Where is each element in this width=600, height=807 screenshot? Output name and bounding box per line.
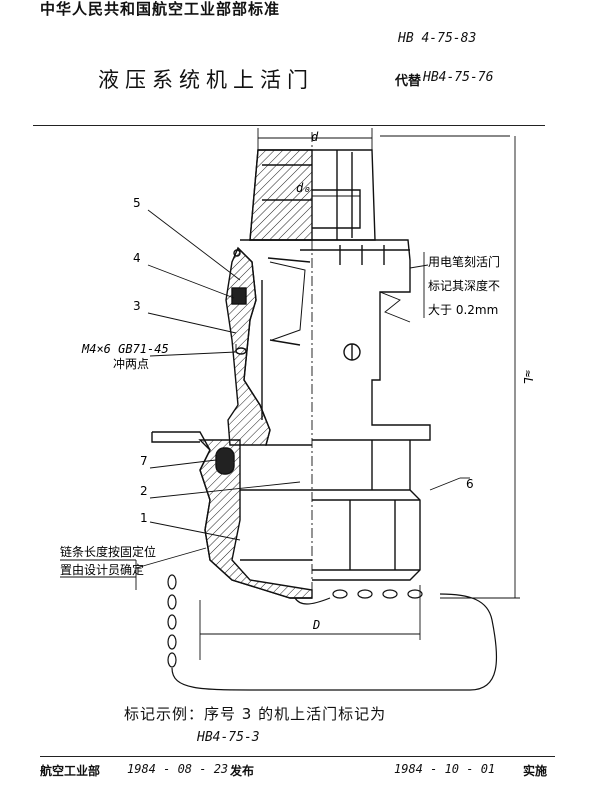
thread-spec: M4×6 GB71-45 [81,342,169,356]
callout-5: 5 [133,196,141,210]
callout-3: 3 [133,299,141,313]
footer-implement-label: 实施 [523,764,548,778]
lower-hex-nut [312,440,421,581]
top-fitting [249,149,376,241]
footer-publisher: 航空工业部 [40,764,101,778]
valve-body [225,239,431,446]
dim-L-label: ≈L [521,370,535,384]
leader-lines [60,209,470,590]
replaces-number: HB4-75-76 [423,70,494,85]
dim-D-label: D [312,618,320,632]
marking-note-line-3: 大于 0.2mm [428,303,498,317]
standard-number: HB 4-75-83 [398,31,477,46]
safety-chain [167,574,498,691]
callout-4: 4 [133,251,141,265]
dim-d0-label: d₀ [296,181,310,195]
chain-note-line-2: 置由设计员确定 [60,562,144,577]
issuing-authority: 中华人民共和国航空工业部部标准 [40,0,281,18]
punch-note: 冲两点 [113,356,149,371]
marking-note-line-2: 标记其深度不 [428,278,500,293]
callout-2: 2 [140,484,148,498]
callout-7: 7 [140,454,148,468]
callout-1: 1 [140,511,148,525]
footer-rule [40,756,555,757]
document-title: 液压系统机上活门 [98,68,314,92]
header-rule [33,125,545,126]
footer-implement-date: 1984 - 10 - 01 [394,762,496,776]
replaces-label: 代替 [395,74,422,89]
dim-d-label: d [311,130,319,144]
marking-example-code: HB4-75-3 [197,730,260,745]
dimension-lines [199,128,520,660]
chain-note-line-1: 链条长度按固定位 [60,544,156,559]
callout-6: 6 [466,477,474,491]
footer-publish-label: 发布 [230,764,255,778]
footer-publish-date: 1984 - 08 - 23 [127,762,229,776]
marking-note-line-1: 用电笔刻活门 [428,254,500,269]
marking-example-text: 标记示例：序号 3 的机上活门标记为 [124,705,387,723]
lower-housing [151,431,313,599]
